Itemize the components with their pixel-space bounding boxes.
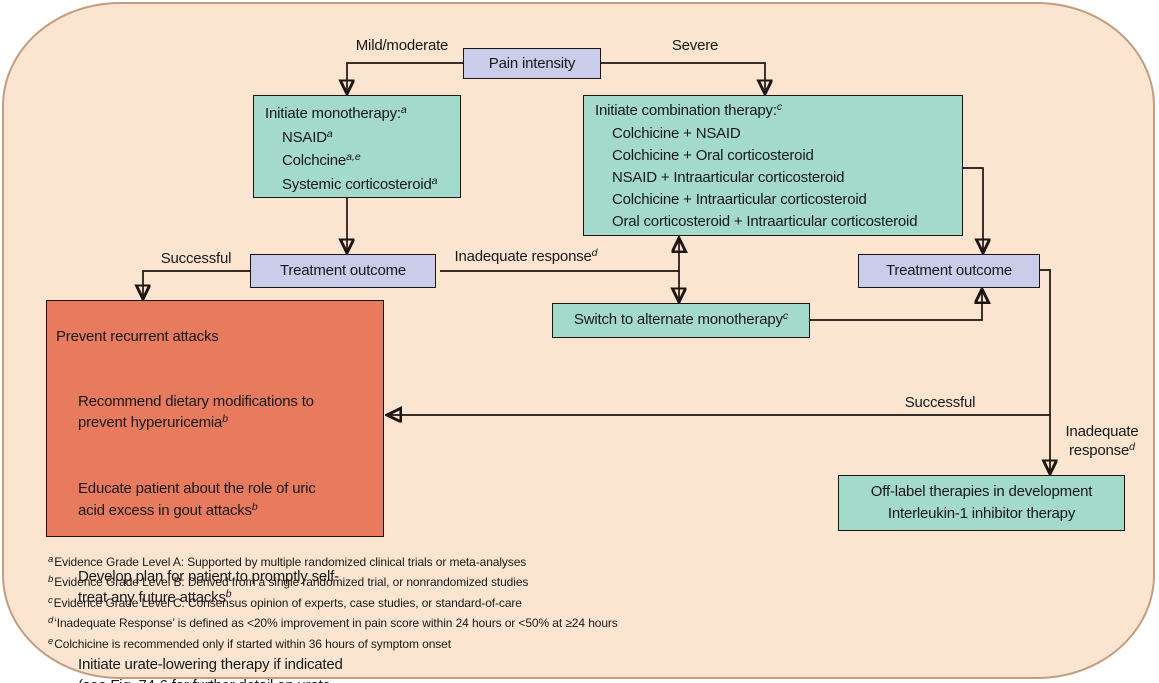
treatment-outcome-node-left: Treatment outcome [250,254,436,288]
combination-node: Initiate combination therapy:c Colchicin… [583,95,963,236]
combination-title-text: Initiate combination therapy: [595,102,777,119]
monotherapy-item: Colchcinea,e [265,150,452,174]
monotherapy-item-text: NSAID [282,128,327,146]
combination-item: Colchicine + NSAID [612,125,741,142]
inadequate-top-sup: d [591,247,598,259]
footnote-sup: d [48,615,54,627]
prevent-attacks-node: Prevent recurrent attacks Recommend diet… [46,300,384,683]
monotherapy-item: Systemic corticosteroida [265,174,452,198]
prevent-item-text: Recommend dietary modifications to preve… [78,392,314,432]
prevent-item-text: Initiate urate-lowering therapy if indic… [78,655,343,683]
switch-alternate-text: Switch to alternate monotherapy [573,310,783,328]
prevent-item-text: Develop plan for patient to promptly sel… [78,567,339,607]
footnote-text: Evidence Grade Level B: Derived from a s… [54,575,529,590]
switch-alternate-label: Switch to alternate monotherapyc [574,309,788,333]
monotherapy-title-text: Initiate monotherapy: [265,105,401,122]
edge-label-mild-moderate: Mild/moderate [355,37,449,54]
edge-label-inadequate-bottom: Inadequate responsed [1054,422,1150,462]
monotherapy-item: NSAIDa [265,127,452,151]
off-label-node: Off-label therapies in development Inter… [838,475,1125,531]
switch-alternate-node: Switch to alternate monotherapyc [552,303,810,338]
off-label-line1: Off-label therapies in development [870,483,1093,500]
inadequate-bottom-line1: Inadequate [1065,423,1139,440]
footnote-sup: b [48,574,54,586]
inadequate-bottom-sup: d [1129,441,1135,453]
footnotes: aEvidence Grade Level A: Supported by mu… [48,553,688,655]
edge-label-inadequate-top: Inadequate responsed [440,247,612,267]
edge-label-successful-right: Successful [904,394,976,411]
footnote-text: ‘Inadequate Response’ is defined as <20%… [54,616,618,631]
combination-title: Initiate combination therapy:c [595,100,954,123]
monotherapy-item-text: Systemic corticosteroid [282,175,432,193]
prevent-item: Educate patient about the role of uric a… [56,457,377,523]
footnote-text: Evidence Grade Level C: Consensus opinio… [53,595,522,610]
footnote-text: Evidence Grade Level A: Supported by mul… [54,555,527,569]
monotherapy-item-text: Colchcine [282,152,347,169]
combination-title-sup: c [776,101,783,113]
treatment-outcome-label: Treatment outcome [885,262,1013,280]
monotherapy-title: Initiate monotherapy:a [265,103,452,127]
footnote-sup: c [48,594,53,606]
monotherapy-item-sup: a [431,174,438,187]
footnote: aEvidence Grade Level A: Supported by mu… [48,553,688,573]
prevent-item-sup: b [222,413,229,426]
prevent-item-text: Educate patient about the role of uric a… [78,480,316,519]
footnote: eColchicine is recommended only if start… [48,635,688,655]
pain-intensity-node: Pain intensity [463,48,601,79]
monotherapy-item-sup: a,e [346,151,361,163]
prevent-item: Initiate urate-lowering therapy if indic… [56,632,377,683]
edge-label-severe: Severe [671,37,719,54]
prevent-title: Prevent recurrent attacks [56,328,219,346]
monotherapy-item-sup: a [326,127,333,140]
treatment-outcome-label: Treatment outcome [279,262,407,280]
combination-item: Colchicine + Oral corticosteroid [612,147,814,164]
footnote: d‘Inadequate Response’ is defined as <20… [48,614,688,634]
footnote-text: Colchicine is recommended only if starte… [54,636,451,651]
edge-label-successful-left: Successful [160,250,232,267]
footnote: bEvidence Grade Level B: Derived from a … [48,573,688,593]
switch-alternate-sup: c [782,309,789,322]
treatment-outcome-node-right: Treatment outcome [858,254,1040,288]
footnote-sup: e [48,635,54,647]
monotherapy-node: Initiate monotherapy:a NSAIDa Colchcinea… [253,95,461,198]
combination-item: Colchicine + Intraarticular corticostero… [612,191,867,208]
prevent-item: Develop plan for patient to promptly sel… [56,544,377,610]
pain-intensity-label: Pain intensity [488,54,576,72]
inadequate-bottom-line2: responsed [1054,441,1150,462]
inadequate-bottom-text: response [1069,442,1130,459]
combination-item: NSAID + Intraarticular corticosteroid [612,169,845,186]
monotherapy-title-sup: a [400,104,407,116]
footnote-sup: a [48,554,54,565]
footnote: cEvidence Grade Level C: Consensus opini… [48,594,688,614]
inadequate-top-text: Inadequate response [454,248,592,265]
prevent-item-sup: b [251,500,258,513]
combination-item: Oral corticosteroid + Intraarticular cor… [612,213,918,230]
off-label-line2: Interleukin-1 inhibitor therapy [887,505,1076,522]
prevent-item: Recommend dietary modifications to preve… [56,369,377,435]
prevent-item-sup: b [225,588,232,601]
